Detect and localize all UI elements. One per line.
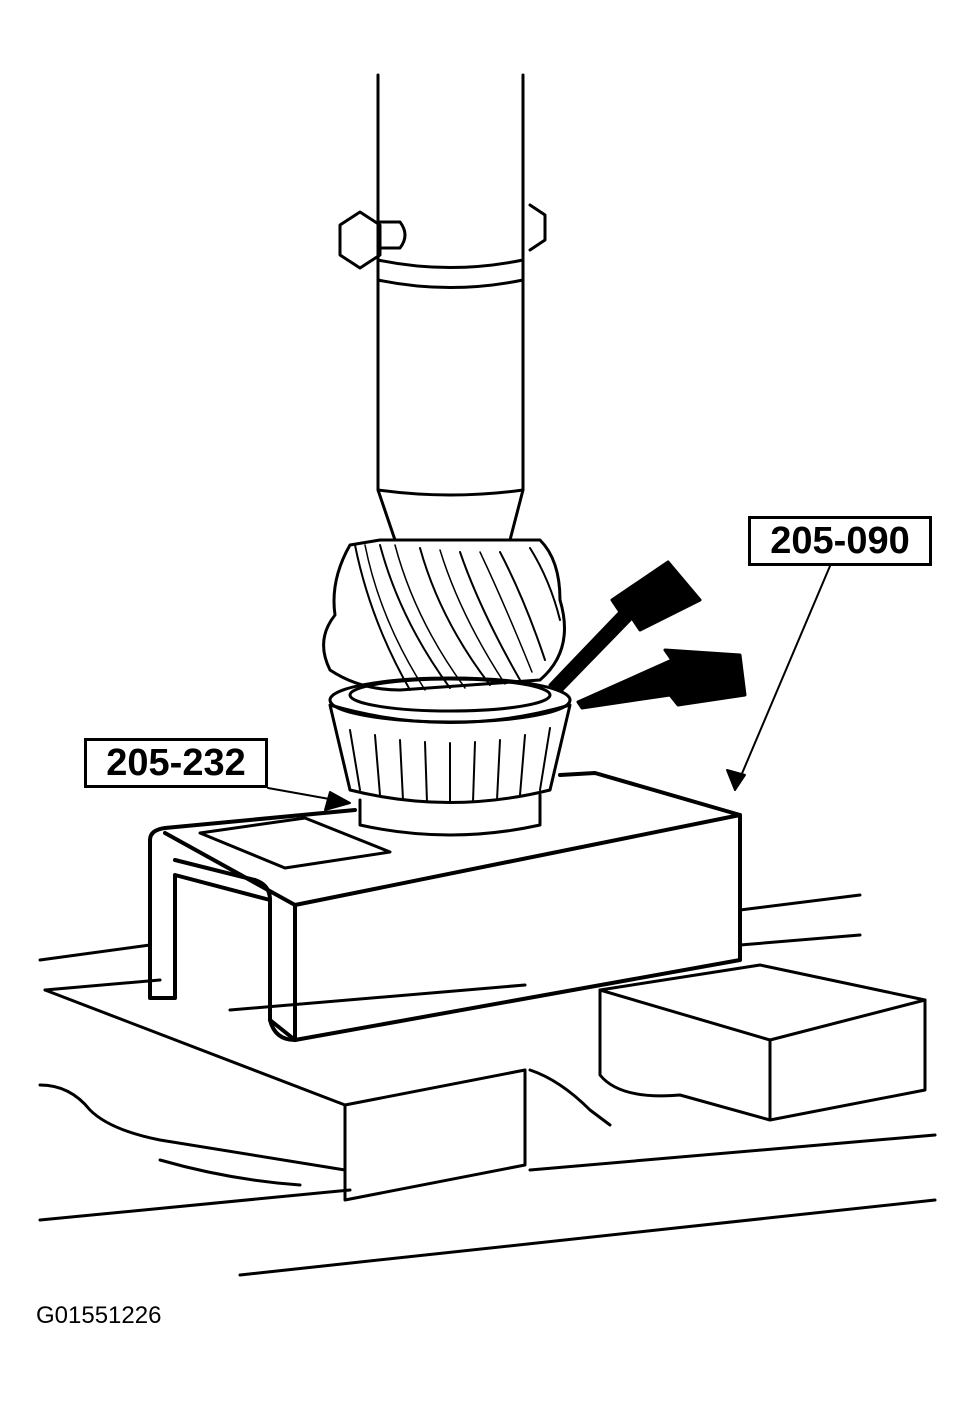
arrow-lower (576, 648, 747, 710)
figure-id: G01551226 (36, 1302, 162, 1329)
support-block-right (598, 963, 927, 1122)
bridge-fixture (148, 771, 742, 1042)
arrow-markers (548, 560, 747, 710)
callout-label-205-232: 205-232 (84, 738, 268, 788)
leader-lines (267, 565, 831, 811)
bearing-cone (328, 676, 572, 837)
pinion-gear (322, 538, 566, 692)
press-ram (338, 73, 547, 542)
press-bed (38, 893, 937, 1277)
arrow-upper (548, 560, 702, 692)
callout-label-205-090: 205-090 (748, 516, 932, 566)
bolt-head (338, 210, 382, 270)
support-block-left (43, 978, 527, 1202)
